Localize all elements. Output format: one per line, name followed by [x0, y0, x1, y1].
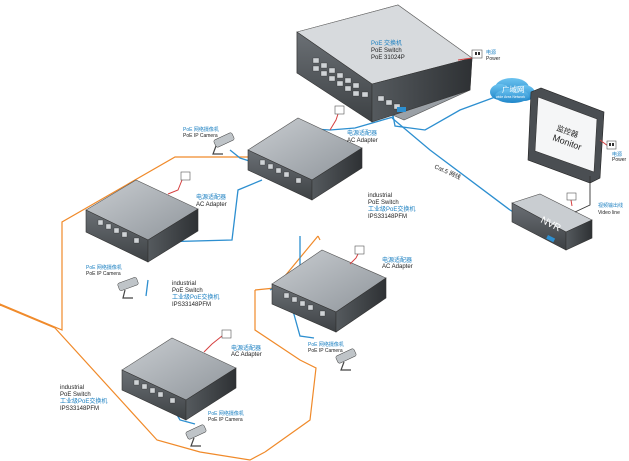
wan-cloud-icon	[490, 78, 535, 103]
camera-right-zh: PoE 网络摄像机	[308, 341, 344, 348]
switch-b-power-cable	[167, 179, 183, 195]
ring-cables	[0, 156, 321, 461]
switch-c-power-cable	[349, 253, 359, 265]
switch-a-line1: industrial	[368, 193, 392, 199]
switch-d-adapter-en: AC Adapter	[231, 352, 262, 358]
main-poe-switch	[296, 4, 473, 123]
ip-camera-icon	[117, 277, 139, 299]
switch-a-line4: IPS33148PFM	[368, 214, 407, 220]
power-plug-icon	[221, 329, 232, 339]
camera-left-zh: PoE 网络摄像机	[86, 264, 122, 271]
cloud-en: wide Area Network	[496, 95, 525, 99]
power-plug-icon	[180, 171, 191, 181]
switch-c-adapter-zh: 电源适配器	[382, 256, 412, 264]
switch-a-adapter-en: AC Adapter	[347, 138, 378, 144]
monitor-power-en: Power	[612, 157, 627, 163]
industrial-switch-c	[271, 249, 387, 333]
switch-d-line2: PoE Switch	[60, 392, 91, 398]
switch-d-power-cable	[203, 335, 223, 353]
main-switch-power-en: Power	[486, 56, 501, 62]
camera-top-zh: PoE 网络摄像机	[183, 126, 219, 133]
switch-b-line1: industrial	[172, 281, 196, 287]
power-plug-icon	[471, 49, 483, 59]
switch-b-line2: PoE Switch	[172, 288, 203, 294]
nvr-power-cable	[570, 199, 573, 207]
switch-b-line4: IPS33148PFM	[172, 302, 211, 308]
switch-b-adapter-zh: 电源适配器	[196, 193, 226, 201]
switch-d-line4: IPS33148PFM	[60, 406, 99, 412]
nvr-video-en: Video line	[598, 210, 620, 216]
industrial-switch-a	[247, 117, 363, 201]
switch-d-line3: 工业级PoE交换机	[60, 397, 107, 405]
ip-camera-icon	[185, 424, 207, 447]
camera-top-en: PoE IP Camera	[183, 133, 218, 139]
camera-right-en: PoE IP Camera	[308, 348, 343, 354]
power-plug-icon	[334, 105, 345, 115]
camera-left-en: PoE IP Camera	[86, 271, 121, 277]
cloud-zh: 广域网	[502, 84, 525, 94]
power-plug-icon	[354, 245, 365, 255]
industrial-switch-b	[85, 179, 199, 263]
switch-a-power-cable	[329, 113, 339, 131]
ip-camera-icon	[212, 132, 235, 155]
switch-c-adapter-en: AC Adapter	[382, 264, 413, 270]
main-switch-power-zh: 电源	[486, 49, 496, 56]
main-switch-line1: PoE 交换机	[371, 39, 402, 47]
camera-bottom-en: PoE IP Camera	[208, 417, 243, 423]
ip-camera-icon	[335, 348, 357, 371]
switch-b-line3: 工业级PoE交换机	[172, 293, 219, 301]
nvr-video-zh: 视频输出线	[598, 202, 623, 209]
industrial-switch-d	[121, 337, 237, 421]
cable-label: Cat.5 网线	[433, 163, 462, 182]
switch-d-adapter-zh: 电源适配器	[231, 344, 261, 352]
switch-b-adapter-en: AC Adapter	[196, 202, 227, 208]
switch-a-adapter-zh: 电源适配器	[347, 129, 377, 137]
nvr-device	[511, 193, 593, 251]
monitor-icon	[527, 87, 605, 184]
nvr-video-cable	[574, 176, 591, 213]
switch-a-line2: PoE Switch	[368, 200, 399, 206]
monitor-power-zh: 电源	[612, 151, 622, 158]
camera-bottom-zh: PoE 网络摄像机	[208, 410, 244, 417]
switch-a-line3: 工业级PoE交换机	[368, 205, 415, 213]
power-plug-icon	[606, 140, 617, 150]
power-plug-icon	[566, 192, 577, 201]
switch-d-line1: industrial	[60, 385, 84, 391]
main-switch-line3: PoE 31024P	[371, 55, 405, 61]
main-switch-line2: PoE Switch	[371, 48, 402, 54]
